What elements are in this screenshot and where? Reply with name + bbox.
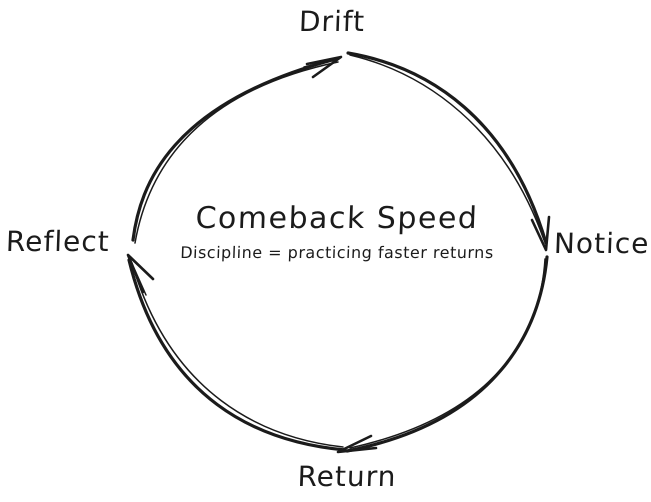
arrowhead-drift-icon (305, 55, 343, 79)
node-label-notice: Notice (553, 227, 651, 260)
arrow-notice-to-return (336, 255, 549, 454)
arrowhead-return-icon (336, 434, 378, 454)
arrowhead-reflect-icon (126, 253, 155, 294)
arrow-return-to-reflect (126, 253, 347, 452)
diagram-title: Comeback Speed (194, 201, 480, 236)
arrow-drift-to-notice (346, 51, 551, 252)
node-label-drift: Drift (298, 5, 366, 38)
arrowhead-notice-icon (530, 215, 551, 252)
node-label-reflect: Reflect (5, 225, 111, 258)
arrow-reflect-to-drift (131, 55, 343, 244)
diagram-subtitle: Discipline = practicing faster returns (179, 243, 495, 262)
node-label-return: Return (296, 460, 398, 493)
